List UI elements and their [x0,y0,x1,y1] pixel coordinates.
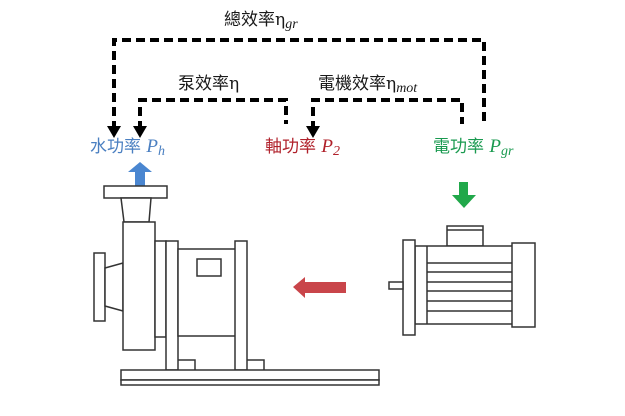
motor-efficiency-text: 電機效率 [318,74,386,94]
water-power-label: 水功率 Ph [90,137,165,159]
power-symbol: P [321,136,334,157]
eta-symbol: η [275,10,286,30]
arrowhead-total [107,126,121,138]
pump-efficiency-line [138,98,288,130]
electric-input-arrow-shape [452,182,476,208]
eta-symbol: η [229,74,240,94]
power-transfer-arrow [293,277,346,298]
total-efficiency-text: 總效率 [224,10,275,30]
water-power-subscript: h [158,144,166,159]
motor-efficiency-label: 電機效率ηmot [318,76,417,96]
pump-efficiency-label: 泵效率η [178,76,239,93]
arrowhead-pump [133,126,147,138]
pump-drawing [93,185,380,386]
motor-efficiency-line [311,98,464,130]
shaft-power-label: 軸功率 P2 [265,137,340,159]
electric-power-text: 電功率 [433,137,484,157]
water-output-arrow [128,162,152,186]
total-efficiency-subscript: gr [285,17,298,32]
total-efficiency-label: 總效率ηgr [224,12,298,32]
shaft-power-text: 軸功率 [265,137,316,157]
power-symbol: P [146,136,159,157]
shaft-power-subscript: 2 [333,144,341,159]
power-symbol: P [489,136,502,157]
arrowhead-motor [306,126,320,138]
water-power-text: 水功率 [90,137,141,157]
pump-efficiency-text: 泵效率 [178,74,229,94]
total-efficiency-line [112,38,486,130]
motor-drawing [388,225,536,336]
eta-symbol: η [386,74,397,94]
motor-efficiency-subscript: mot [396,81,418,96]
electric-power-label: 電功率 Pgr [433,137,513,159]
electric-power-subscript: gr [501,144,514,159]
